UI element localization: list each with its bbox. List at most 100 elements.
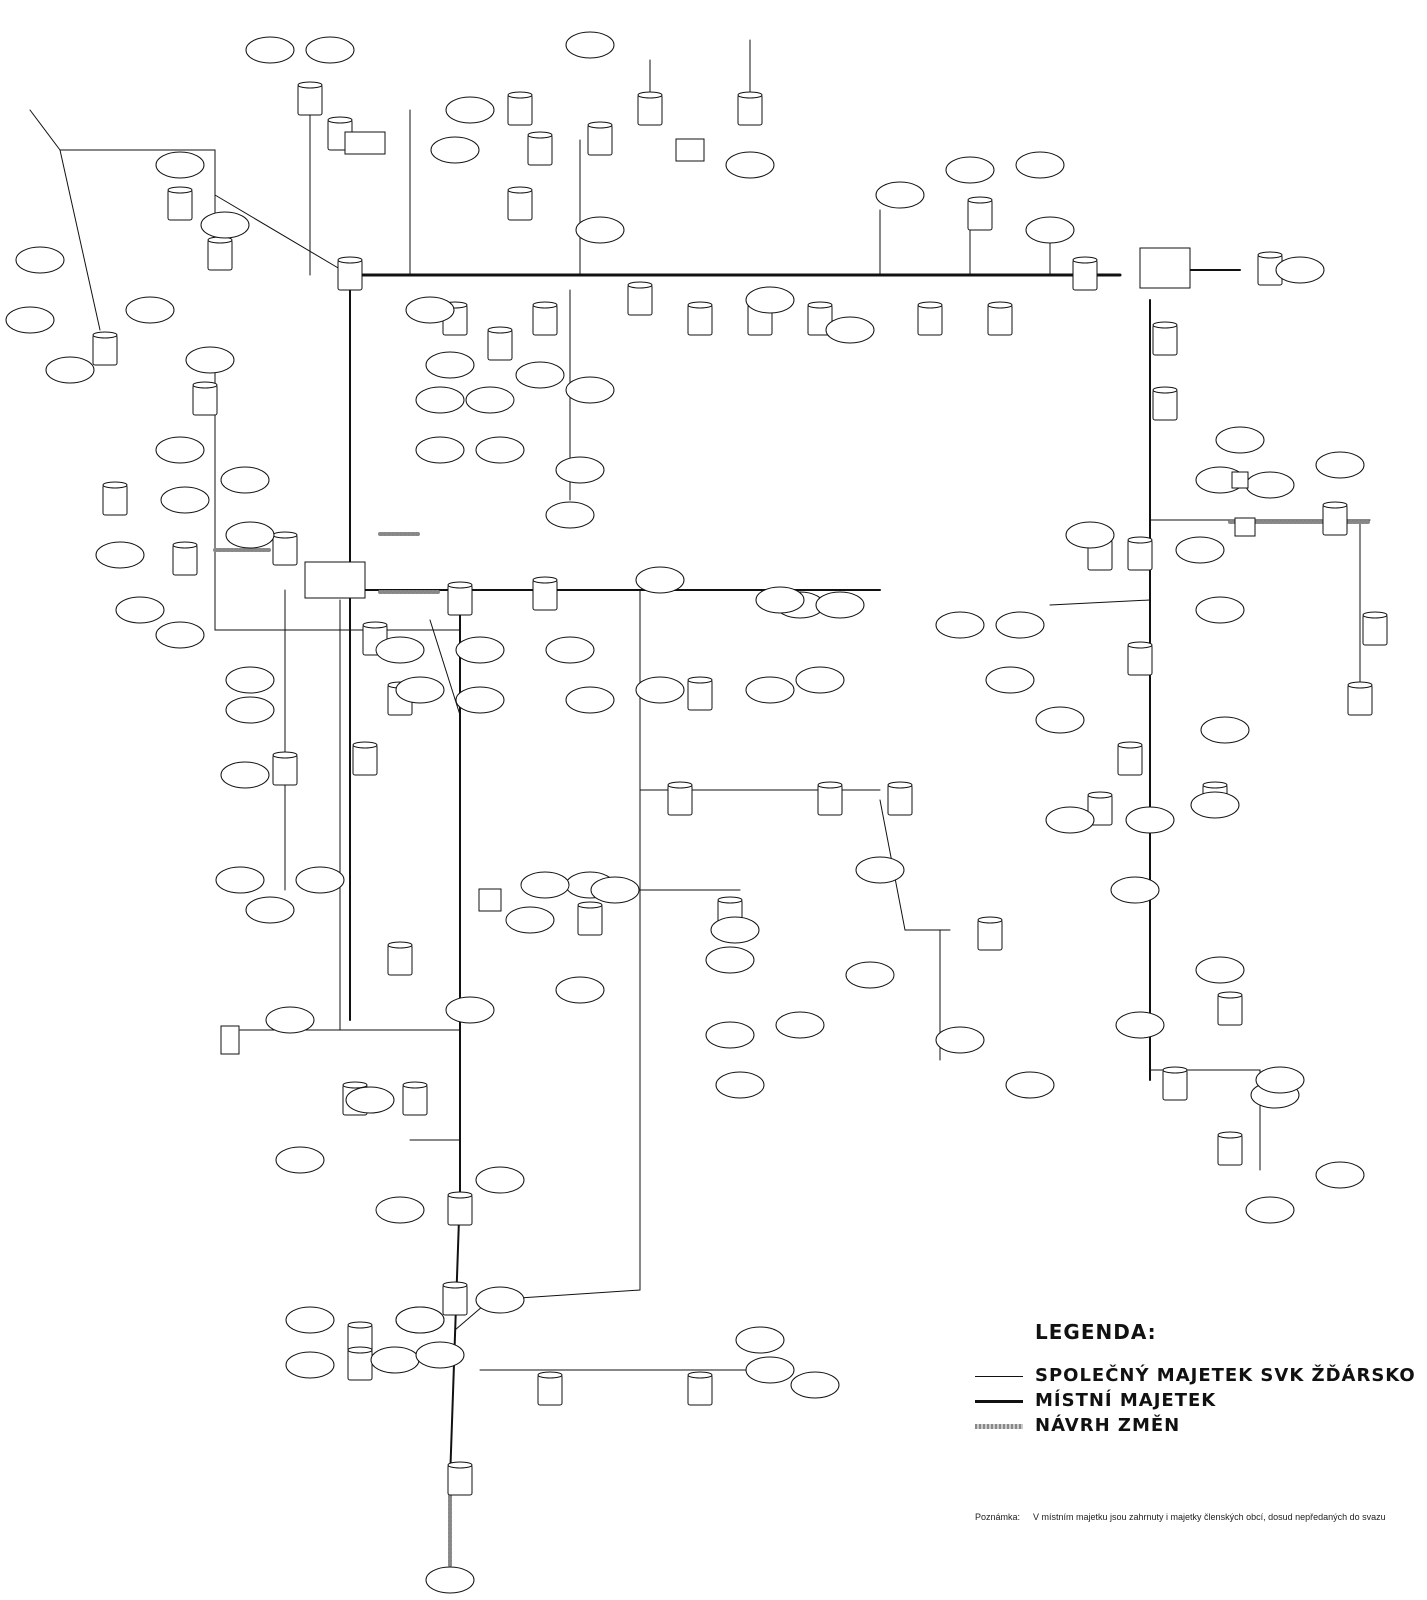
consumer-node: [1045, 806, 1095, 834]
reservoir-node: [532, 301, 558, 336]
consumer-node: [115, 596, 165, 624]
station-node: [675, 138, 705, 162]
pipe-segment: [29, 109, 61, 151]
consumer-node: [710, 916, 760, 944]
reservoir-node: [587, 121, 613, 156]
pipe-segment: [59, 149, 101, 331]
reservoir-node: [817, 781, 843, 816]
consumer-node: [735, 1326, 785, 1354]
consumer-node: [555, 456, 605, 484]
consumer-node: [935, 1026, 985, 1054]
consumer-node: [415, 436, 465, 464]
reservoir-node: [192, 381, 218, 416]
consumer-node: [1175, 536, 1225, 564]
consumer-node: [875, 181, 925, 209]
reservoir-node: [977, 916, 1003, 951]
consumer-node: [125, 296, 175, 324]
consumer-node: [1315, 1161, 1365, 1189]
consumer-node: [745, 1356, 795, 1384]
reservoir-node: [627, 281, 653, 316]
consumer-node: [705, 946, 755, 974]
consumer-node: [545, 636, 595, 664]
reservoir-node: [737, 91, 763, 126]
pipe-segment: [879, 799, 951, 931]
reservoir-node: [1127, 536, 1153, 571]
reservoir-node: [167, 186, 193, 221]
reservoir-node: [1257, 251, 1283, 286]
reservoir-node: [272, 751, 298, 786]
legend-label-shared: SPOLEČNÝ MAJETEK SVK ŽĎÁRSKO: [1035, 1365, 1416, 1386]
reservoir-node: [667, 781, 693, 816]
consumer-node: [225, 521, 275, 549]
legend-item-change: NÁVRH ZMĚN: [975, 1415, 1415, 1439]
consumer-node: [985, 666, 1035, 694]
consumer-node: [1015, 151, 1065, 179]
station-node: [220, 1025, 240, 1055]
consumer-node: [245, 896, 295, 924]
consumer-node: [565, 686, 615, 714]
reservoir-node: [442, 1281, 468, 1316]
pipe-segment: [59, 149, 216, 231]
consumer-node: [160, 486, 210, 514]
reservoir-node: [1072, 256, 1098, 291]
reservoir-node: [1152, 321, 1178, 356]
reservoir-node: [1347, 681, 1373, 716]
consumer-node: [445, 96, 495, 124]
reservoir-node: [447, 581, 473, 616]
reservoir-node: [402, 1081, 428, 1116]
reservoir-node: [337, 256, 363, 291]
consumer-node: [790, 1371, 840, 1399]
reservoir-node: [687, 301, 713, 336]
consumer-node: [1315, 451, 1365, 479]
reservoir-node: [172, 541, 198, 576]
consumer-node: [225, 696, 275, 724]
consumer-node: [1005, 1071, 1055, 1099]
consumer-node: [1115, 1011, 1165, 1039]
consumer-node: [590, 876, 640, 904]
consumer-node: [555, 976, 605, 1004]
consumer-node: [45, 356, 95, 384]
consumer-node: [1245, 1196, 1295, 1224]
reservoir-node: [532, 576, 558, 611]
consumer-node: [635, 566, 685, 594]
consumer-node: [1275, 256, 1325, 284]
consumer-node: [295, 866, 345, 894]
station-node: [1231, 471, 1249, 489]
consumer-node: [475, 436, 525, 464]
reservoir-node: [507, 186, 533, 221]
consumer-node: [455, 686, 505, 714]
reservoir-node: [637, 91, 663, 126]
consumer-node: [370, 1346, 420, 1374]
consumer-node: [155, 621, 205, 649]
station-node: [478, 888, 502, 912]
station-node: [1234, 517, 1256, 537]
consumer-node: [185, 346, 235, 374]
consumer-node: [430, 136, 480, 164]
consumer-node: [945, 156, 995, 184]
legend-title: LEGENDA:: [1035, 1320, 1157, 1344]
legend-swatch-change: [975, 1424, 1023, 1429]
consumer-node: [1025, 216, 1075, 244]
consumer-node: [1110, 876, 1160, 904]
consumer-node: [1215, 426, 1265, 454]
consumer-node: [15, 246, 65, 274]
reservoir-node: [1152, 386, 1178, 421]
station-node: [344, 131, 386, 155]
station-node: [1139, 247, 1191, 289]
consumer-node: [755, 586, 805, 614]
pipe-segment: [429, 619, 461, 716]
reservoir-node: [967, 196, 993, 231]
reservoir-node: [447, 1461, 473, 1496]
consumer-node: [1255, 1066, 1305, 1094]
consumer-node: [405, 296, 455, 324]
consumer-node: [1195, 596, 1245, 624]
consumer-node: [715, 1071, 765, 1099]
reservoir-node: [507, 91, 533, 126]
consumer-node: [95, 541, 145, 569]
consumer-node: [225, 666, 275, 694]
legend-label-local: MÍSTNÍ MAJETEK: [1035, 1390, 1217, 1411]
reservoir-node: [1217, 991, 1243, 1026]
consumer-node: [815, 591, 865, 619]
consumer-node: [935, 611, 985, 639]
reservoir-node: [527, 131, 553, 166]
